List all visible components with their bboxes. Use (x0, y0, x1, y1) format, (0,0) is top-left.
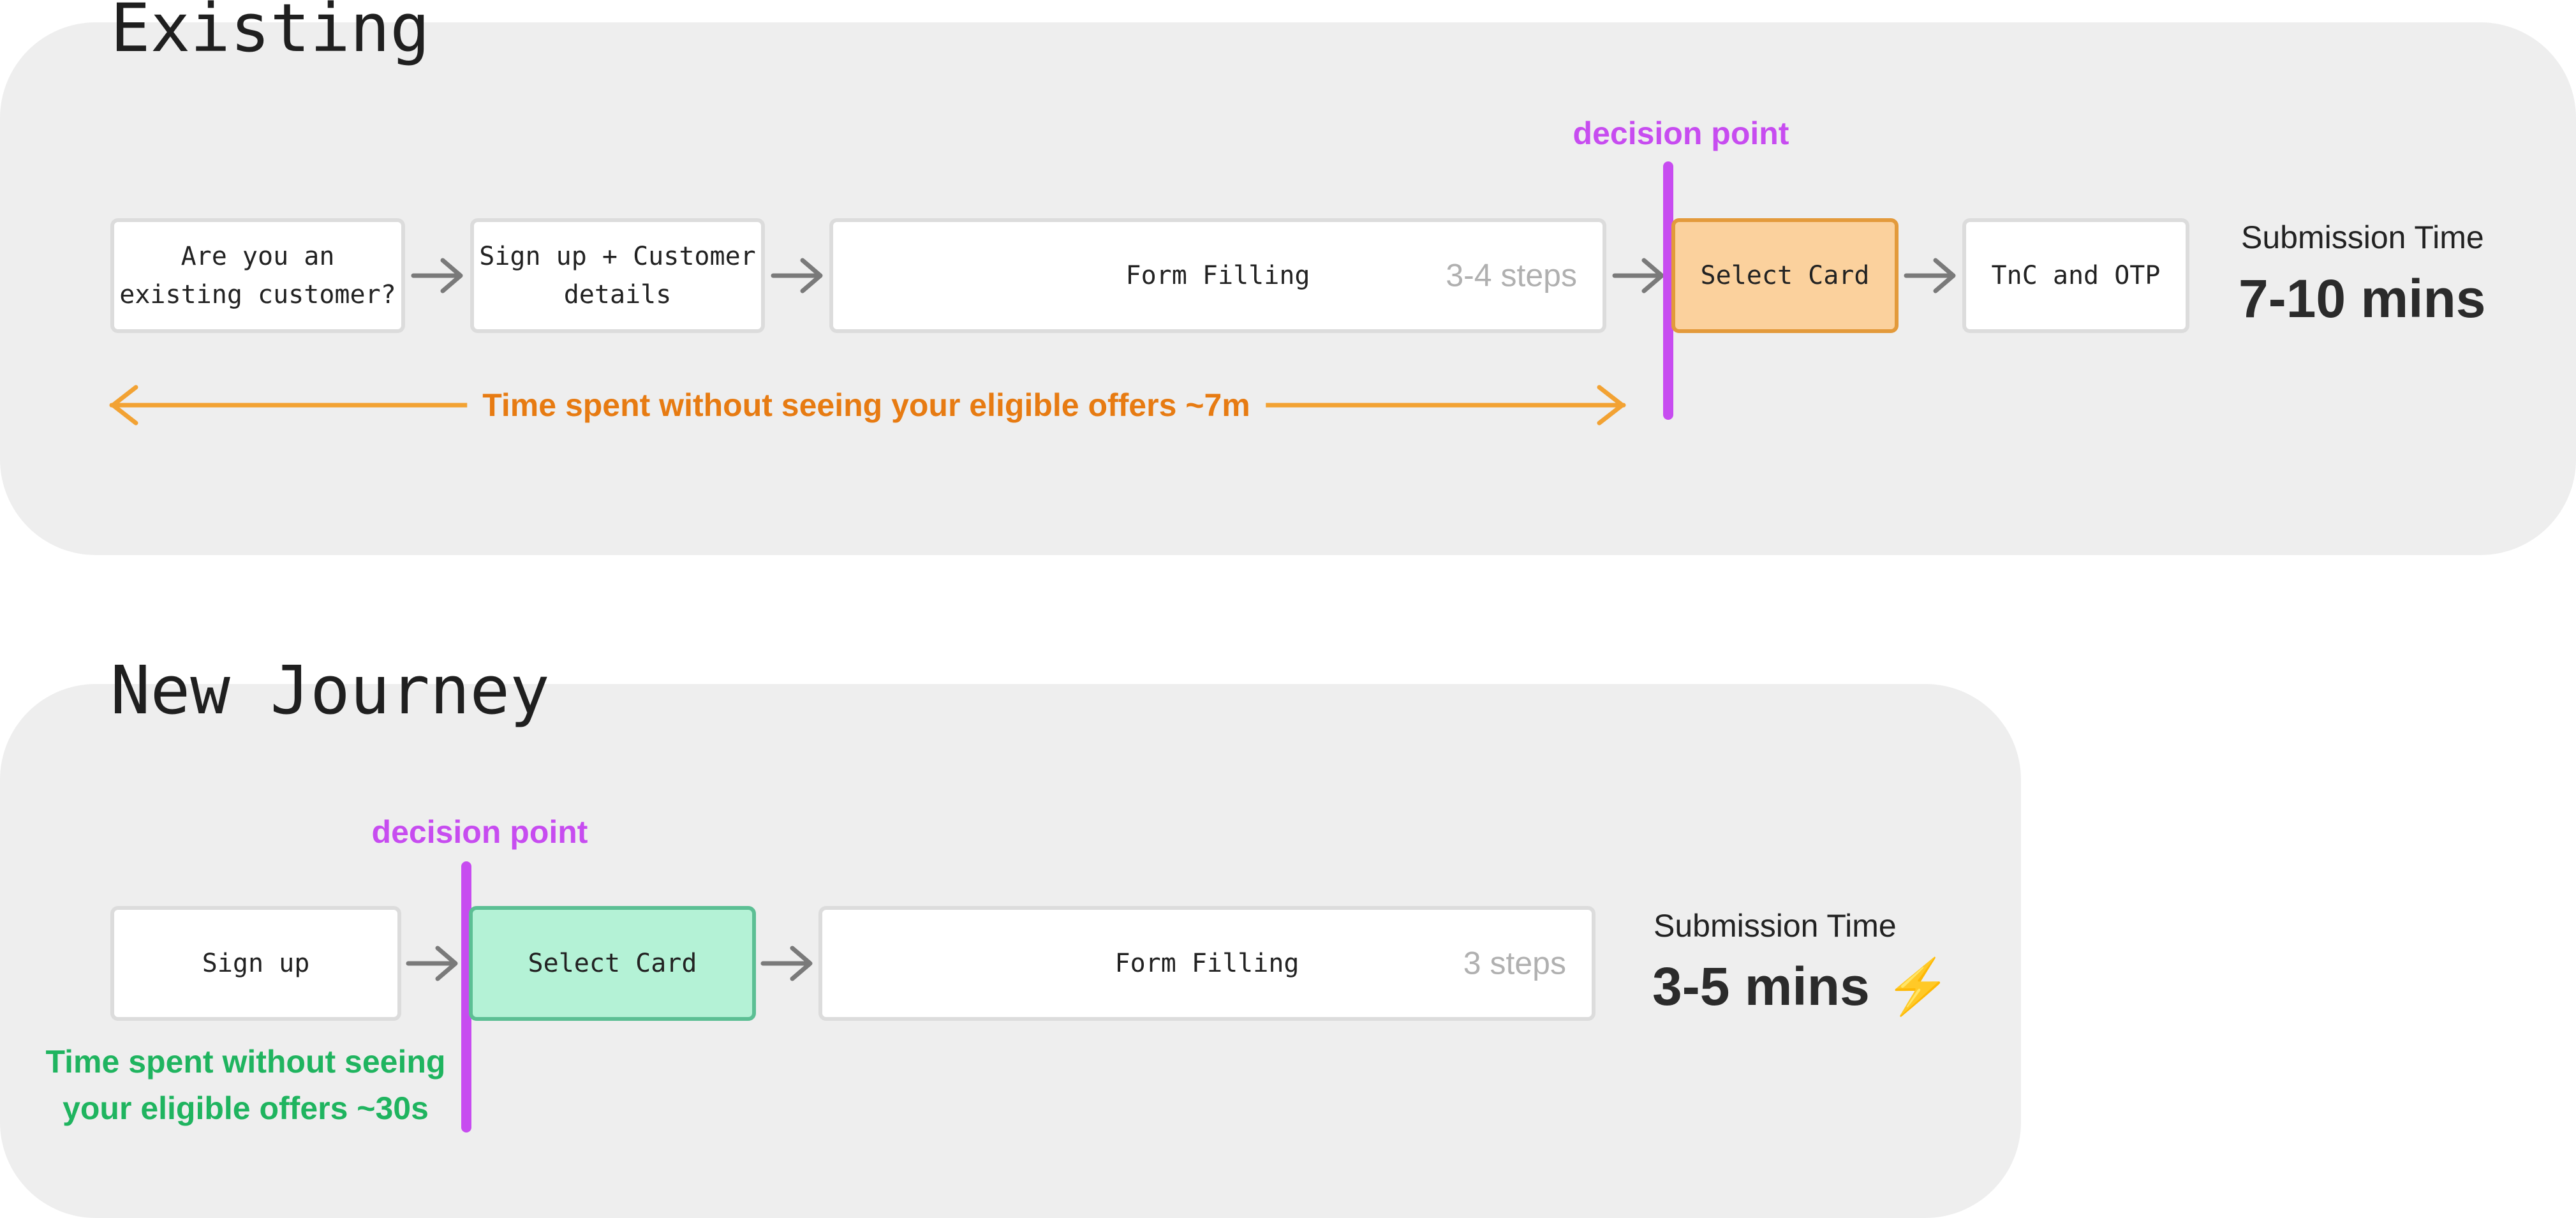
step-select-card: Select Card (1671, 218, 1899, 333)
step-label: Sign up (202, 949, 310, 978)
submission-time-row: 3-5 mins ⚡ (1652, 955, 1951, 1018)
step-label: Sign up + Customer details (479, 242, 756, 309)
step-count: 3-4 steps (1446, 257, 1577, 293)
submission-time-value: 3-5 mins (1652, 956, 1870, 1016)
step-label: Form Filling (1125, 261, 1310, 290)
step-label: TnC and OTP (1991, 261, 2161, 290)
step-count: 3 steps (1463, 945, 1566, 981)
step-label: Form Filling (1114, 949, 1299, 978)
decision-point-label: decision point (371, 814, 588, 850)
time-spent-label: Time spent without seeing your eligible … (45, 1044, 446, 1126)
step-tnc-otp: TnC and OTP (1962, 218, 2189, 333)
submission-time-value: 7-10 mins (2239, 269, 2486, 329)
step-label: Select Card (528, 949, 697, 978)
decision-point-label: decision point (1573, 115, 1789, 151)
new-journey-title: New Journey (110, 651, 550, 729)
lightning-icon: ⚡ (1884, 956, 1951, 1016)
step-label: Select Card (1700, 261, 1870, 290)
step-sign-up: Sign up (110, 906, 401, 1021)
step-existing-customer-question: Are you an existing customer? (110, 218, 405, 333)
step-form-filling: Form Filling 3 steps (818, 906, 1595, 1021)
submission-time-label: Submission Time (2241, 219, 2484, 255)
arrow-right-icon (406, 946, 458, 981)
arrow-right-icon (760, 946, 813, 981)
arrow-right-icon (771, 258, 823, 293)
time-spent-label: Time spent without seeing your eligible … (467, 387, 1266, 424)
step-signup-customer-details: Sign up + Customer details (470, 218, 765, 333)
arrow-right-icon (411, 258, 463, 293)
step-label: Are you an existing customer? (119, 242, 396, 309)
submission-time-label: Submission Time (1654, 908, 1897, 944)
step-form-filling: Form Filling 3-4 steps (829, 218, 1606, 333)
existing-title: Existing (110, 0, 430, 67)
arrow-right-icon (1904, 258, 1956, 293)
decision-point-line (1663, 161, 1673, 420)
step-select-card: Select Card (469, 906, 756, 1021)
arrow-right-icon (1612, 258, 1664, 293)
